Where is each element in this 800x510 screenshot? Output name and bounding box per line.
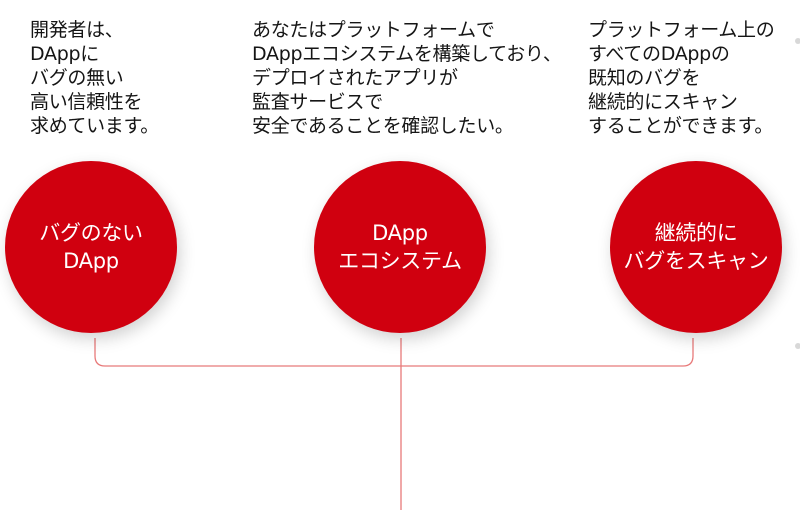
connector-bracket xyxy=(94,338,694,367)
description-line: すべてのDAppの xyxy=(588,43,730,65)
circle-continuous-scan: 継続的に バグをスキャン xyxy=(610,161,782,333)
circle-label-line: バグをスキャン xyxy=(623,249,769,273)
description-developers: 開発者は、 DAppに バグの無い 高い信頼性を 求めています。 xyxy=(30,18,159,138)
description-line: 高い信頼性を xyxy=(30,91,143,113)
description-ecosystem: あなたはプラットフォームで DAppエコシステムを構築しており、 デプロイされた… xyxy=(252,18,562,138)
circle-label-line: DApp xyxy=(372,221,428,245)
circle-label-line: 継続的に xyxy=(654,221,738,245)
circle-label-line: DApp xyxy=(63,249,119,273)
edge-dot xyxy=(795,38,800,44)
description-line: 求めています。 xyxy=(30,115,160,137)
description-line: 既知のバグを xyxy=(588,67,701,89)
description-line: 継続的にスキャン xyxy=(588,91,738,113)
circle-bug-free-dapp: バグのない DApp xyxy=(5,161,177,333)
description-line: プラットフォーム上の xyxy=(588,19,775,41)
description-line: あなたはプラットフォームで xyxy=(252,19,495,41)
circle-label-line: バグのない xyxy=(39,221,143,245)
description-line: 開発者は、 xyxy=(30,19,124,41)
description-line: DAppエコシステムを構築しており、 xyxy=(252,43,562,65)
description-line: DAppに xyxy=(30,43,99,65)
description-line: 安全であることを確認したい。 xyxy=(252,115,514,137)
circle-label-line: エコシステム xyxy=(338,249,462,273)
description-line: 監査サービスで xyxy=(252,91,383,113)
description-line: することができます。 xyxy=(588,115,774,137)
description-scanning: プラットフォーム上の すべてのDAppの 既知のバグを 継続的にスキャン するこ… xyxy=(588,18,775,138)
description-line: デプロイされたアプリが xyxy=(252,67,458,89)
edge-dot xyxy=(795,343,800,349)
circle-dapp-ecosystem: DApp エコシステム xyxy=(314,161,486,333)
description-line: バグの無い xyxy=(30,67,124,89)
